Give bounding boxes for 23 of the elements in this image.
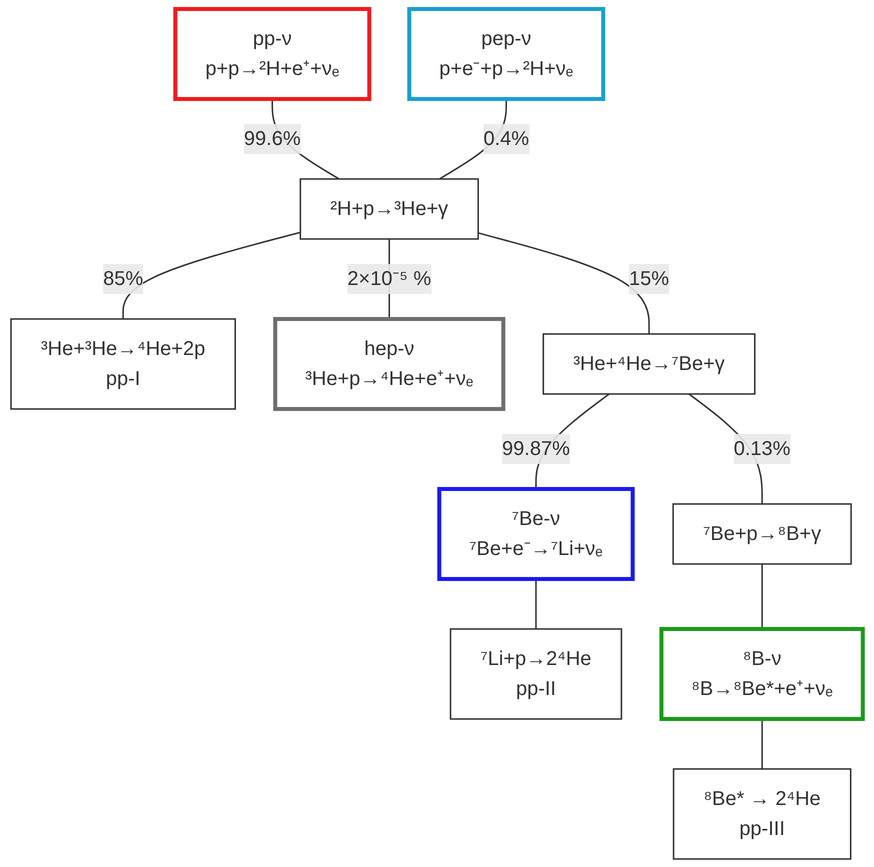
edge-label: 85% [103,267,144,290]
connector [535,578,537,628]
edge-label: 99.6% [244,128,301,150]
node-box: ⁷Be+p→⁸B+γ [672,502,852,564]
connector [761,564,763,628]
node-box: pep-ν p+e⁻+p→²H+νₑ [407,6,606,100]
edge-label: 0.4% [484,128,530,150]
edge-label: 0.13% [734,437,791,460]
node-box: ⁸B-ν ⁸B→⁸Be*+e⁺+νₑ [660,626,865,720]
node-box: ³He+³He→⁴He+2p pp-I [10,318,236,410]
edge-label: 15% [629,267,670,290]
connector [478,232,650,334]
node-box: pp-ν p+p→²H+e⁺+νₑ [173,6,372,100]
connector [122,231,301,318]
connector [761,718,763,768]
edge-label: 2×10⁻⁵ % [348,267,432,290]
node-box: ²H+p→³He+γ [300,178,480,240]
edge-label: 99.87% [502,437,570,460]
node-box: ⁷Li+p→2⁴He pp-II [450,628,622,720]
node-box: ⁸Be* → 2⁴He pp-III [672,768,852,860]
node-box: ³He+⁴He→⁷Be+γ [542,332,756,394]
node-box: ⁷Be-ν ⁷Be+e⁻→⁷Li+νₑ [437,486,635,580]
node-box: hep-ν ³He+p→⁴He+e⁺+νₑ [273,316,506,410]
